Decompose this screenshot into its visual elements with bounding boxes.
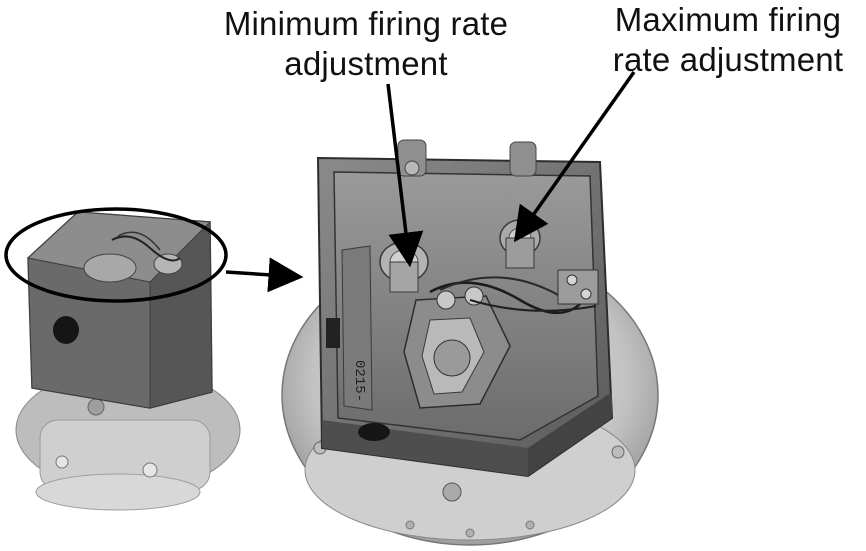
- max-firing-label: Maximum firing rate adjustment: [590, 0, 866, 80]
- max-firing-label-line1: Maximum firing: [614, 1, 842, 38]
- max-firing-arrow: [513, 70, 636, 243]
- small-valve: [4, 207, 241, 511]
- min-firing-label: Minimum firing rate adjustment: [196, 4, 536, 84]
- large-valve: 0215-: [281, 139, 659, 546]
- max-firing-label-line2: rate adjustment: [612, 41, 844, 78]
- min-firing-label-line1: Minimum firing rate: [223, 5, 509, 42]
- connector-arrow: [225, 257, 304, 293]
- min-firing-arrow: [386, 83, 424, 268]
- min-firing-label-line2: adjustment: [284, 45, 448, 82]
- module-marking: 0215-: [351, 360, 367, 402]
- highlight-circle: [4, 207, 228, 303]
